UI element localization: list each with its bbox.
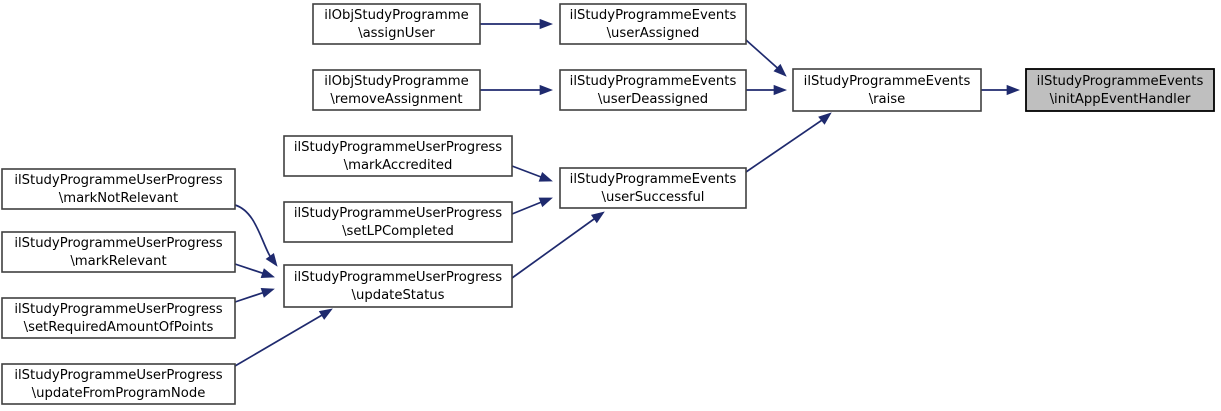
node-label-line1-assignUser: ilObjStudyProgramme (324, 8, 468, 23)
node-initAppEventHandler[interactable]: ilStudyProgrammeEvents \initAppEventHandl… (1025, 68, 1215, 112)
node-label-line1-userDeassigned: ilStudyProgrammeEvents (570, 74, 737, 89)
edge-markNotRelevant-to-updateStatus (234, 204, 278, 267)
node-label-line2-markAccredited: \markAccredited (344, 158, 453, 173)
edge-markAccredited-to-userSuccessful (511, 165, 553, 182)
node-label-line2-setRequiredAmountOfPoints: \setRequiredAmountOfPoints (24, 320, 214, 335)
node-label-line2-initAppEventHandler: \initAppEventHandler (1050, 92, 1191, 107)
node-box-userDeassigned[interactable] (559, 69, 747, 111)
arrow-head (318, 308, 333, 320)
node-label-line1-markRelevant: ilStudyProgrammeUserProgress (14, 236, 222, 251)
node-box-removeAssignment[interactable] (312, 69, 481, 111)
node-label-line2-assignUser: \assignUser (358, 26, 435, 41)
arrow-head (773, 84, 787, 96)
node-updateFromProgramNode[interactable]: ilStudyProgrammeUserProgress \updateFromP… (1, 363, 236, 405)
node-label-line1-updateFromProgramNode: ilStudyProgrammeUserProgress (14, 368, 222, 383)
node-label-line2-userSuccessful: \userSuccessful (602, 190, 705, 205)
edge-updateFromProgramNode-to-updateStatus (234, 308, 333, 367)
node-box-raise[interactable] (792, 68, 982, 112)
arrow-head (818, 112, 832, 125)
arrow-head (539, 84, 553, 96)
node-box-setLPCompleted[interactable] (283, 201, 513, 243)
arrow-head (538, 197, 553, 208)
node-label-line1-markNotRelevant: ilStudyProgrammeUserProgress (14, 173, 222, 188)
node-userAssigned[interactable]: ilStudyProgrammeEvents \userAssigned (559, 3, 747, 45)
node-label-line2-userDeassigned: \userDeassigned (598, 92, 708, 107)
edge-setRequiredAmountOfPoints-to-updateStatus (234, 288, 275, 303)
node-label-line1-userSuccessful: ilStudyProgrammeEvents (570, 172, 737, 187)
node-userDeassigned[interactable]: ilStudyProgrammeEvents \userDeassigned (559, 69, 747, 111)
arrow-head (538, 171, 553, 182)
node-label-line1-userAssigned: ilStudyProgrammeEvents (570, 8, 737, 23)
arrow-head (260, 288, 275, 298)
node-box-setRequiredAmountOfPoints[interactable] (1, 297, 236, 339)
nodes-layer: ilObjStudyProgramme\assignUserilObjStudy… (1, 3, 1215, 405)
node-markRelevant[interactable]: ilStudyProgrammeUserProgress \markRelevan… (1, 231, 236, 273)
node-markNotRelevant[interactable]: ilStudyProgrammeUserProgress \markNotRele… (1, 168, 236, 210)
node-label-line2-removeAssignment: \removeAssignment (330, 92, 462, 107)
node-markAccredited[interactable]: ilStudyProgrammeUserProgress \markAccredi… (283, 135, 513, 177)
edge-userAssigned-to-raise (745, 39, 787, 77)
node-label-line2-raise: \raise (869, 92, 906, 107)
edge-userDeassigned-to-raise (746, 84, 787, 96)
node-box-userSuccessful[interactable] (559, 167, 747, 209)
node-box-userAssigned[interactable] (559, 3, 747, 45)
node-label-line2-setLPCompleted: \setLPCompleted (342, 224, 454, 239)
node-box-markAccredited[interactable] (283, 135, 513, 177)
node-label-line1-setRequiredAmountOfPoints: ilStudyProgrammeUserProgress (14, 302, 222, 317)
node-removeAssignment[interactable]: ilObjStudyProgramme \removeAssignment (312, 69, 481, 111)
node-raise[interactable]: ilStudyProgrammeEvents \raise (792, 68, 982, 112)
node-box-initAppEventHandler[interactable] (1025, 68, 1215, 112)
node-updateStatus[interactable]: ilStudyProgrammeUserProgress \updateStatu… (283, 264, 513, 308)
node-label-line2-markNotRelevant: \markNotRelevant (59, 191, 178, 206)
edge-removeAssignment-to-userDeassigned (480, 84, 553, 96)
node-userSuccessful[interactable]: ilStudyProgrammeEvents \userSuccessful (559, 167, 747, 209)
edge-raise-to-initAppEventHandler (981, 84, 1020, 96)
node-label-line1-initAppEventHandler: ilStudyProgrammeEvents (1037, 74, 1204, 89)
edge-assignUser-to-userAssigned (480, 18, 553, 30)
node-box-updateFromProgramNode[interactable] (1, 363, 236, 405)
node-label-line1-markAccredited: ilStudyProgrammeUserProgress (294, 140, 502, 155)
node-label-line2-updateFromProgramNode: \updateFromProgramNode (32, 386, 206, 401)
arrow-head (1006, 84, 1020, 96)
node-setLPCompleted[interactable]: ilStudyProgrammeUserProgress \setLPComple… (283, 201, 513, 243)
node-box-updateStatus[interactable] (283, 264, 513, 308)
arrow-head (590, 211, 605, 224)
node-box-assignUser[interactable] (312, 3, 481, 45)
edge-updateStatus-to-userSuccessful (511, 211, 605, 279)
edge-userSuccessful-to-raise (745, 112, 832, 173)
node-label-line1-removeAssignment: ilObjStudyProgramme (324, 74, 468, 89)
node-box-markNotRelevant[interactable] (1, 168, 236, 210)
arrow-head (260, 268, 275, 278)
node-label-line1-setLPCompleted: ilStudyProgrammeUserProgress (294, 206, 502, 221)
node-label-line2-updateStatus: \updateStatus (352, 288, 445, 303)
edge-setLPCompleted-to-userSuccessful (511, 197, 553, 215)
node-label-line2-markRelevant: \markRelevant (70, 254, 166, 269)
node-label-line1-raise: ilStudyProgrammeEvents (804, 74, 971, 89)
edges-layer (234, 18, 1020, 367)
node-box-markRelevant[interactable] (1, 231, 236, 273)
arrow-head (773, 63, 787, 77)
arrow-head (539, 18, 553, 30)
edge-markRelevant-to-updateStatus (234, 263, 275, 278)
node-label-line2-userAssigned: \userAssigned (607, 26, 700, 41)
arrow-head (265, 252, 278, 267)
node-assignUser[interactable]: ilObjStudyProgramme \assignUser (312, 3, 481, 45)
node-setRequiredAmountOfPoints[interactable]: ilStudyProgrammeUserProgress \setRequired… (1, 297, 236, 339)
node-label-line1-updateStatus: ilStudyProgrammeUserProgress (294, 270, 502, 285)
